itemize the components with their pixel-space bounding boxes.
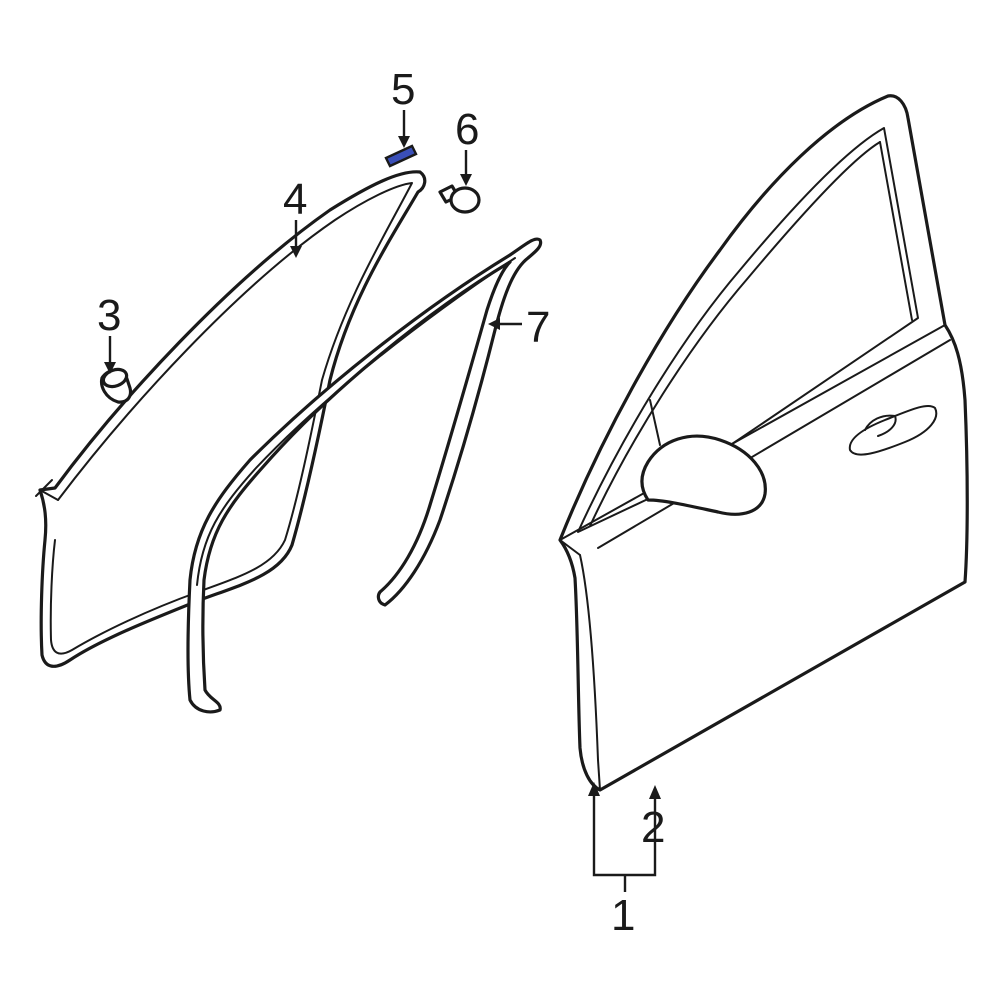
callout-3: 3 [97, 291, 121, 340]
callout-4: 4 [283, 175, 307, 224]
plug [99, 367, 133, 404]
callout-1: 1 [611, 891, 635, 940]
callout-6: 6 [455, 105, 479, 154]
door-opening-weatherstrip [35, 170, 427, 668]
front-door-shell [558, 94, 969, 792]
callout-2: 2 [641, 803, 665, 852]
callout-7: 7 [526, 303, 550, 352]
retainer-clip [438, 184, 481, 214]
callout-5: 5 [391, 65, 415, 114]
run-channel-weatherstrip [186, 237, 543, 714]
clip [384, 144, 418, 168]
leader-lines [104, 110, 661, 892]
